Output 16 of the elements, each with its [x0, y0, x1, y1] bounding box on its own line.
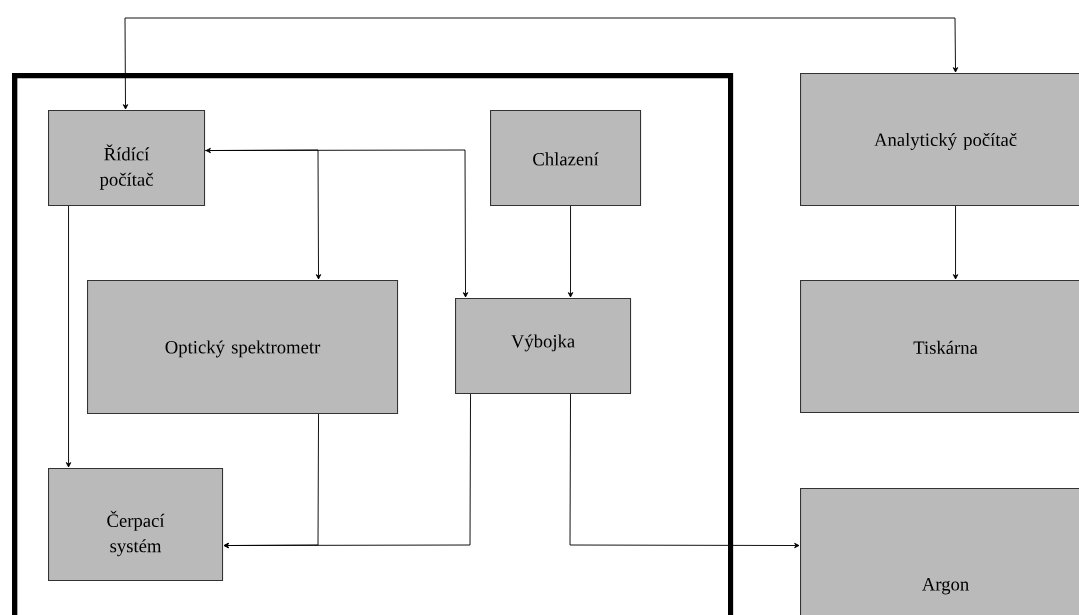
arrow [205, 147, 322, 280]
process-box: Chlazení [490, 110, 642, 207]
arrow [567, 205, 574, 298]
process-box: Řídící počítač [48, 110, 206, 207]
process-box: Tiskárna [800, 280, 1079, 414]
system-frame [12, 73, 734, 615]
arrow [122, 17, 959, 110]
process-box: Argon [800, 488, 1079, 615]
process-box: Čerpací systém [48, 468, 224, 582]
arrow [952, 205, 959, 280]
arrow [569, 393, 800, 549]
process-box: Analytický počítač [800, 73, 1079, 207]
arrow [223, 393, 471, 549]
process-box: Výbojka [455, 298, 632, 395]
process-box: Optický spektrometr [87, 280, 399, 415]
arrow [65, 205, 72, 468]
